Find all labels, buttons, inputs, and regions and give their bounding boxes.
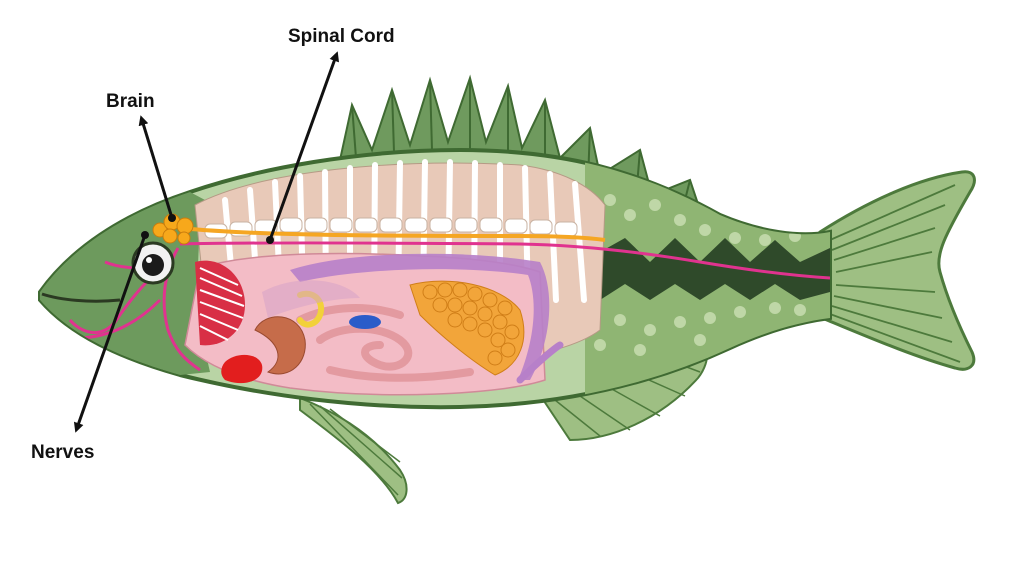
gills (195, 260, 245, 346)
pectoral-fin (262, 280, 360, 318)
spinal-cord (179, 226, 606, 242)
annotation-arrows (73, 51, 340, 433)
label-brain: Brain (106, 91, 155, 112)
eye (131, 241, 175, 285)
stomach (254, 316, 306, 375)
intestines (296, 304, 474, 382)
scale-pattern (585, 150, 830, 408)
body-cavity (184, 252, 564, 396)
heart (221, 354, 263, 384)
mouth (41, 292, 121, 303)
pelvic-fin (299, 396, 408, 505)
arrow-nerves (73, 234, 147, 433)
label-spinal-cord: Spinal Cord (288, 26, 395, 47)
arrow-brain (138, 115, 174, 219)
brain (152, 213, 194, 245)
label-nerves: Nerves (31, 442, 95, 463)
arrow-spinal-cord (268, 51, 340, 241)
liver (409, 280, 525, 376)
caudal-fin (818, 170, 976, 371)
